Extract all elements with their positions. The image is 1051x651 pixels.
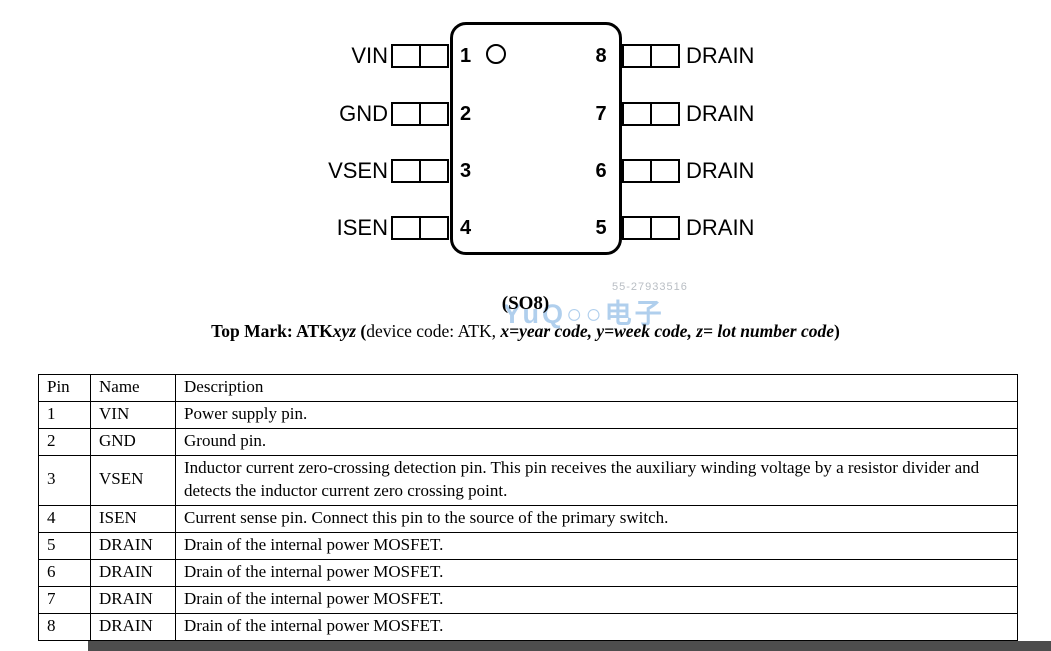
pin-cell: 2 bbox=[38, 428, 91, 456]
pin-label-drain-7: DRAIN bbox=[686, 101, 755, 126]
pin-label-gnd: GND bbox=[339, 101, 388, 126]
page-bottom-edge bbox=[88, 641, 1051, 651]
name-cell: VIN bbox=[90, 401, 176, 429]
top-mark-xyz: xyz bbox=[332, 321, 357, 341]
pin-number-3: 3 bbox=[460, 160, 472, 182]
pin-label-isen: ISEN bbox=[336, 215, 388, 240]
description-cell: Drain of the internal power MOSFET. bbox=[175, 558, 1018, 587]
name-cell: ISEN bbox=[90, 504, 176, 533]
pin-number-5: 5 bbox=[595, 217, 607, 239]
name-cell: DRAIN bbox=[90, 585, 176, 614]
pin-lead-5 bbox=[622, 216, 680, 240]
pin-cell: 5 bbox=[38, 531, 91, 560]
package-caption: (SO8) bbox=[501, 293, 550, 314]
top-mark-device-code: device code: ATK, bbox=[366, 321, 501, 341]
pin-label-vin: VIN bbox=[351, 43, 388, 68]
top-mark-codes: x=year code, y=week code, z= lot number … bbox=[500, 321, 835, 341]
description-cell: Drain of the internal power MOSFET. bbox=[175, 531, 1018, 560]
description-cell: Inductor current zero-crossing detection… bbox=[175, 455, 1018, 506]
top-mark-paren-open: ( bbox=[356, 321, 367, 341]
header-description: Description bbox=[175, 374, 1018, 402]
pin-number-4: 4 bbox=[460, 217, 472, 239]
pin-cell: 4 bbox=[38, 504, 91, 533]
table-header-row: Pin Name Description bbox=[38, 374, 1018, 402]
pin-cell: 7 bbox=[38, 585, 91, 614]
top-mark-line: Top Mark: ATKxyz (device code: ATK, x=ye… bbox=[0, 321, 1051, 342]
watermark-number: 55-27933516 bbox=[612, 281, 688, 293]
pin-lead-4 bbox=[391, 216, 449, 240]
pin-cell: 3 bbox=[38, 455, 91, 506]
pin-cell: 1 bbox=[38, 401, 91, 429]
pin-number-1: 1 bbox=[460, 45, 472, 67]
name-cell: DRAIN bbox=[90, 531, 176, 560]
pin-number-7: 7 bbox=[595, 103, 607, 125]
pin-lead-6 bbox=[622, 159, 680, 183]
pin-lead-2 bbox=[391, 102, 449, 126]
so8-package-outline bbox=[450, 22, 622, 255]
pin-number-8: 8 bbox=[595, 45, 607, 67]
pin-label-drain-5: DRAIN bbox=[686, 215, 755, 240]
name-cell: DRAIN bbox=[90, 558, 176, 587]
pin-number-2: 2 bbox=[460, 103, 472, 125]
pin-number-6: 6 bbox=[595, 160, 607, 182]
header-name: Name bbox=[90, 374, 176, 402]
top-mark-paren-close: ) bbox=[834, 321, 840, 341]
pin-lead-7 bbox=[622, 102, 680, 126]
pin-lead-1 bbox=[391, 44, 449, 68]
pin-cell: 8 bbox=[38, 612, 91, 641]
description-cell: Drain of the internal power MOSFET. bbox=[175, 585, 1018, 614]
header-pin: Pin bbox=[38, 374, 91, 402]
pin-label-drain-8: DRAIN bbox=[686, 43, 755, 68]
description-cell: Power supply pin. bbox=[175, 401, 1018, 429]
name-cell: DRAIN bbox=[90, 612, 176, 641]
description-cell: Ground pin. bbox=[175, 428, 1018, 456]
top-mark-prefix: Top Mark: ATK bbox=[211, 321, 333, 341]
pin-label-vsen: VSEN bbox=[328, 158, 388, 183]
pin-label-drain-6: DRAIN bbox=[686, 158, 755, 183]
pin-lead-8 bbox=[622, 44, 680, 68]
pin-lead-3 bbox=[391, 159, 449, 183]
name-cell: GND bbox=[90, 428, 176, 456]
pin-cell: 6 bbox=[38, 558, 91, 587]
name-cell: VSEN bbox=[90, 455, 176, 506]
description-cell: Drain of the internal power MOSFET. bbox=[175, 612, 1018, 641]
description-cell: Current sense pin. Connect this pin to t… bbox=[175, 504, 1018, 533]
pin1-indicator-icon bbox=[486, 44, 506, 64]
